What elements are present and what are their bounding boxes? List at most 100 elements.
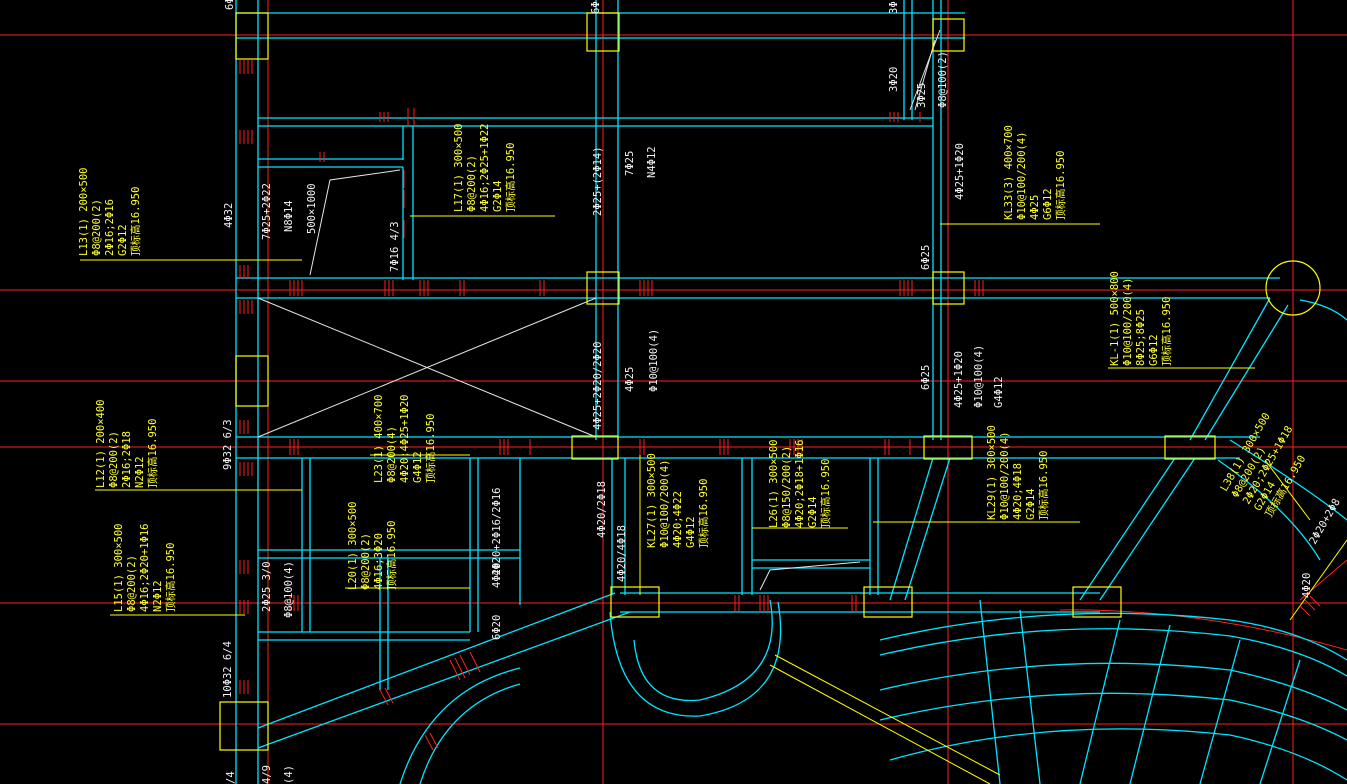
col6-lower-label: 4Φ25+1Φ20 Φ10@100(4) G4Φ12 [953, 345, 1005, 408]
l15-line-2: Φ8@200(2) [126, 555, 138, 612]
label-l12: L12(1) 200×400 Φ8@200(2) 2Φ16;2Φ18 N2Φ12… [95, 399, 159, 488]
l15-line-5: 顶标高16.950 [164, 543, 177, 612]
rebar-t-4h: (4) [283, 765, 295, 784]
l26-line-5: 顶标高16.950 [819, 459, 832, 528]
rebar-t-2b: 2Φ25 3/0 [261, 561, 273, 612]
l23-line-1: L23(1) 400×700 [373, 394, 385, 483]
kl1-line-1: KL-1(1) 500×800 [1109, 271, 1121, 366]
l13-line-5: 顶标高16.950 [129, 187, 142, 256]
label-l17: L17(1) 300×500 Φ8@200(2) 4Φ16;2Φ25+1Φ22 … [453, 123, 517, 212]
l26-line-2: Φ8@150/200(2) [781, 446, 793, 528]
rebar-t-n8: N8Φ14 [283, 200, 295, 232]
rebar-t-4j: 4Φ20 [1301, 573, 1313, 598]
label-l23: L23(1) 400×700 Φ8@200(4) 4Φ20;4Φ25+1Φ20 … [373, 394, 437, 483]
l20-line-2: Φ8@200(2) [360, 533, 372, 590]
rebar-t-4b: 4Φ25+2Φ20/2Φ20 [592, 341, 604, 430]
rebar-t-3c: 3Φ25 [916, 83, 928, 108]
kl29-line-5: 顶标高16.950 [1037, 451, 1050, 520]
col6-lower-line-2: Φ10@100(4) [973, 345, 985, 408]
kl27-line-1: KL27(1) 300×500 [646, 453, 658, 548]
rebar-t-2c: 2Φ20+2Φ8 [1307, 497, 1343, 547]
l23-line-5: 顶标高16.950 [424, 414, 437, 483]
l15-line-3: 4Φ16;2Φ20+1Φ16 [139, 523, 151, 612]
kl33-line-5: 顶标高16.950 [1054, 151, 1067, 220]
kl27-line-2: Φ10@100/200(4) [659, 459, 671, 548]
l20-line-4: 顶标高16.950 [385, 521, 398, 590]
rebar-t-4e: 4Φ20+2Φ16/2Φ16 [491, 487, 503, 576]
rebar-t-4g: 4/9 [261, 765, 273, 784]
label-l26: L26(1) 300×500 Φ8@150/200(2) 4Φ20;2Φ18+1… [768, 439, 832, 528]
l15-line-1: L15(1) 300×500 [113, 523, 125, 612]
l23-line-3: 4Φ20;4Φ25+1Φ20 [399, 394, 411, 483]
kl1-line-5: 顶标高16.950 [1160, 297, 1173, 366]
beams [235, 0, 1289, 784]
kl33-line-4: G6Φ12 [1042, 188, 1054, 220]
rebar-t-2a: 2Φ25+(2Φ14) [592, 146, 604, 216]
l17-line-4: G2Φ14 [492, 180, 504, 212]
label-l13: L13(1) 200×500 Φ8@200(2) 2Φ16;2Φ16 G2Φ12… [78, 167, 142, 256]
rebar-t-4i: /4 [225, 771, 237, 784]
l23-line-2: Φ8@200(4) [386, 426, 398, 483]
l12-line-4: N2Φ12 [134, 456, 146, 488]
col6-lower-line-3: G4Φ12 [993, 376, 1005, 408]
rebar-t-8a: Φ8@100(2) [937, 51, 949, 108]
rebar-t-8b: Φ8@100(4) [283, 561, 295, 618]
l12-line-5: 顶标高16.950 [146, 419, 159, 488]
label-l38: L38(1) 300×500 Φ8@200(2) 2Φ20;2Φ25+1Φ18 … [1218, 411, 1308, 520]
rebar-t-6b: 6Φ [590, 1, 602, 14]
l12-line-3: 2Φ16;2Φ18 [121, 431, 133, 488]
kl29-line-2: Φ10@100/200(4) [999, 431, 1011, 520]
kl1-line-3: 8Φ25;8Φ25 [1135, 309, 1147, 366]
kl33-line-3: 4Φ25 [1029, 195, 1041, 220]
l13-line-4: G2Φ12 [117, 224, 129, 256]
kl29-line-1: KL29(1) 300×500 [986, 425, 998, 520]
rebar-t-3a: 3Φ [888, 1, 900, 14]
kl27-line-4: G4Φ12 [685, 516, 697, 548]
l13-line-2: Φ8@200(2) [91, 199, 103, 256]
label-kl1: KL-1(1) 500×800 Φ10@100/200(4) 8Φ25;8Φ25… [1109, 271, 1173, 366]
kl1-line-4: G6Φ12 [1148, 334, 1160, 366]
rebar-t-n4: N4Φ12 [646, 146, 658, 178]
leaders [80, 215, 1311, 616]
mid-column-label: 4Φ25 Φ10@100(4) [624, 329, 660, 392]
l17-line-5: 顶标高16.950 [504, 143, 517, 212]
kl29-line-3: 4Φ20;4Φ18 [1012, 463, 1024, 520]
label-kl29: KL29(1) 300×500 Φ10@100/200(4) 4Φ20;4Φ18… [986, 425, 1050, 520]
l23-line-4: G4Φ12 [412, 451, 424, 483]
kl29-line-4: G2Φ14 [1025, 488, 1037, 520]
l13-line-3: 2Φ16;2Φ16 [104, 199, 116, 256]
col6-upper-label: 4Φ25+1Φ20 [954, 143, 966, 200]
l12-line-1: L12(1) 200×400 [95, 399, 107, 488]
l26-line-3: 4Φ20;2Φ18+1Φ16 [794, 439, 806, 528]
mid-col-line-1: 4Φ25 [624, 367, 636, 392]
rebar-t-4f: 4Φ20 [491, 563, 503, 588]
l13-line-1: L13(1) 200×500 [78, 167, 90, 256]
rebar-t-7a: 7Φ25+2Φ22 [261, 183, 273, 240]
rebar-t-4a: 4Φ32 [223, 203, 235, 228]
rebar-t-500: 500×1000 [306, 183, 318, 234]
l17-line-2: Φ8@200(2) [466, 155, 478, 212]
rebar-t-7b: 7Φ16 4/3 [389, 221, 401, 272]
label-kl33: KL33(3) 400×700 Φ10@100/200(4) 4Φ25 G6Φ1… [1003, 125, 1067, 220]
col6-lower-line-1: 4Φ25+1Φ20 [953, 351, 965, 408]
kl33-line-2: Φ10@100/200(4) [1016, 131, 1028, 220]
rebar-t-4d: 4Φ20/4Φ18 [616, 525, 628, 582]
kl1-line-2: Φ10@100/200(4) [1122, 277, 1134, 366]
l12-line-2: Φ8@200(2) [108, 431, 120, 488]
rebar-t-3b: 3Φ20 [888, 67, 900, 92]
rebar-t-10a: 10Φ32 6/4 [222, 641, 234, 698]
col6-upper-line-1: 4Φ25+1Φ20 [954, 143, 966, 200]
rebar-t-6e: 6Φ20 [491, 615, 503, 640]
openings [257, 29, 941, 591]
l15-line-4: N2Φ12 [152, 580, 164, 612]
rebar-t-6c: 6Φ25 [920, 245, 932, 270]
l26-line-4: G2Φ14 [807, 496, 819, 528]
label-l15: L15(1) 300×500 Φ8@200(2) 4Φ16;2Φ20+1Φ16 … [113, 523, 177, 612]
l17-line-1: L17(1) 300×500 [453, 123, 465, 212]
mid-col-line-2: Φ10@100(4) [648, 329, 660, 392]
kl33-line-1: KL33(3) 400×700 [1003, 125, 1015, 220]
kl27-line-5: 顶标高16.950 [697, 479, 710, 548]
columns [219, 12, 1321, 751]
